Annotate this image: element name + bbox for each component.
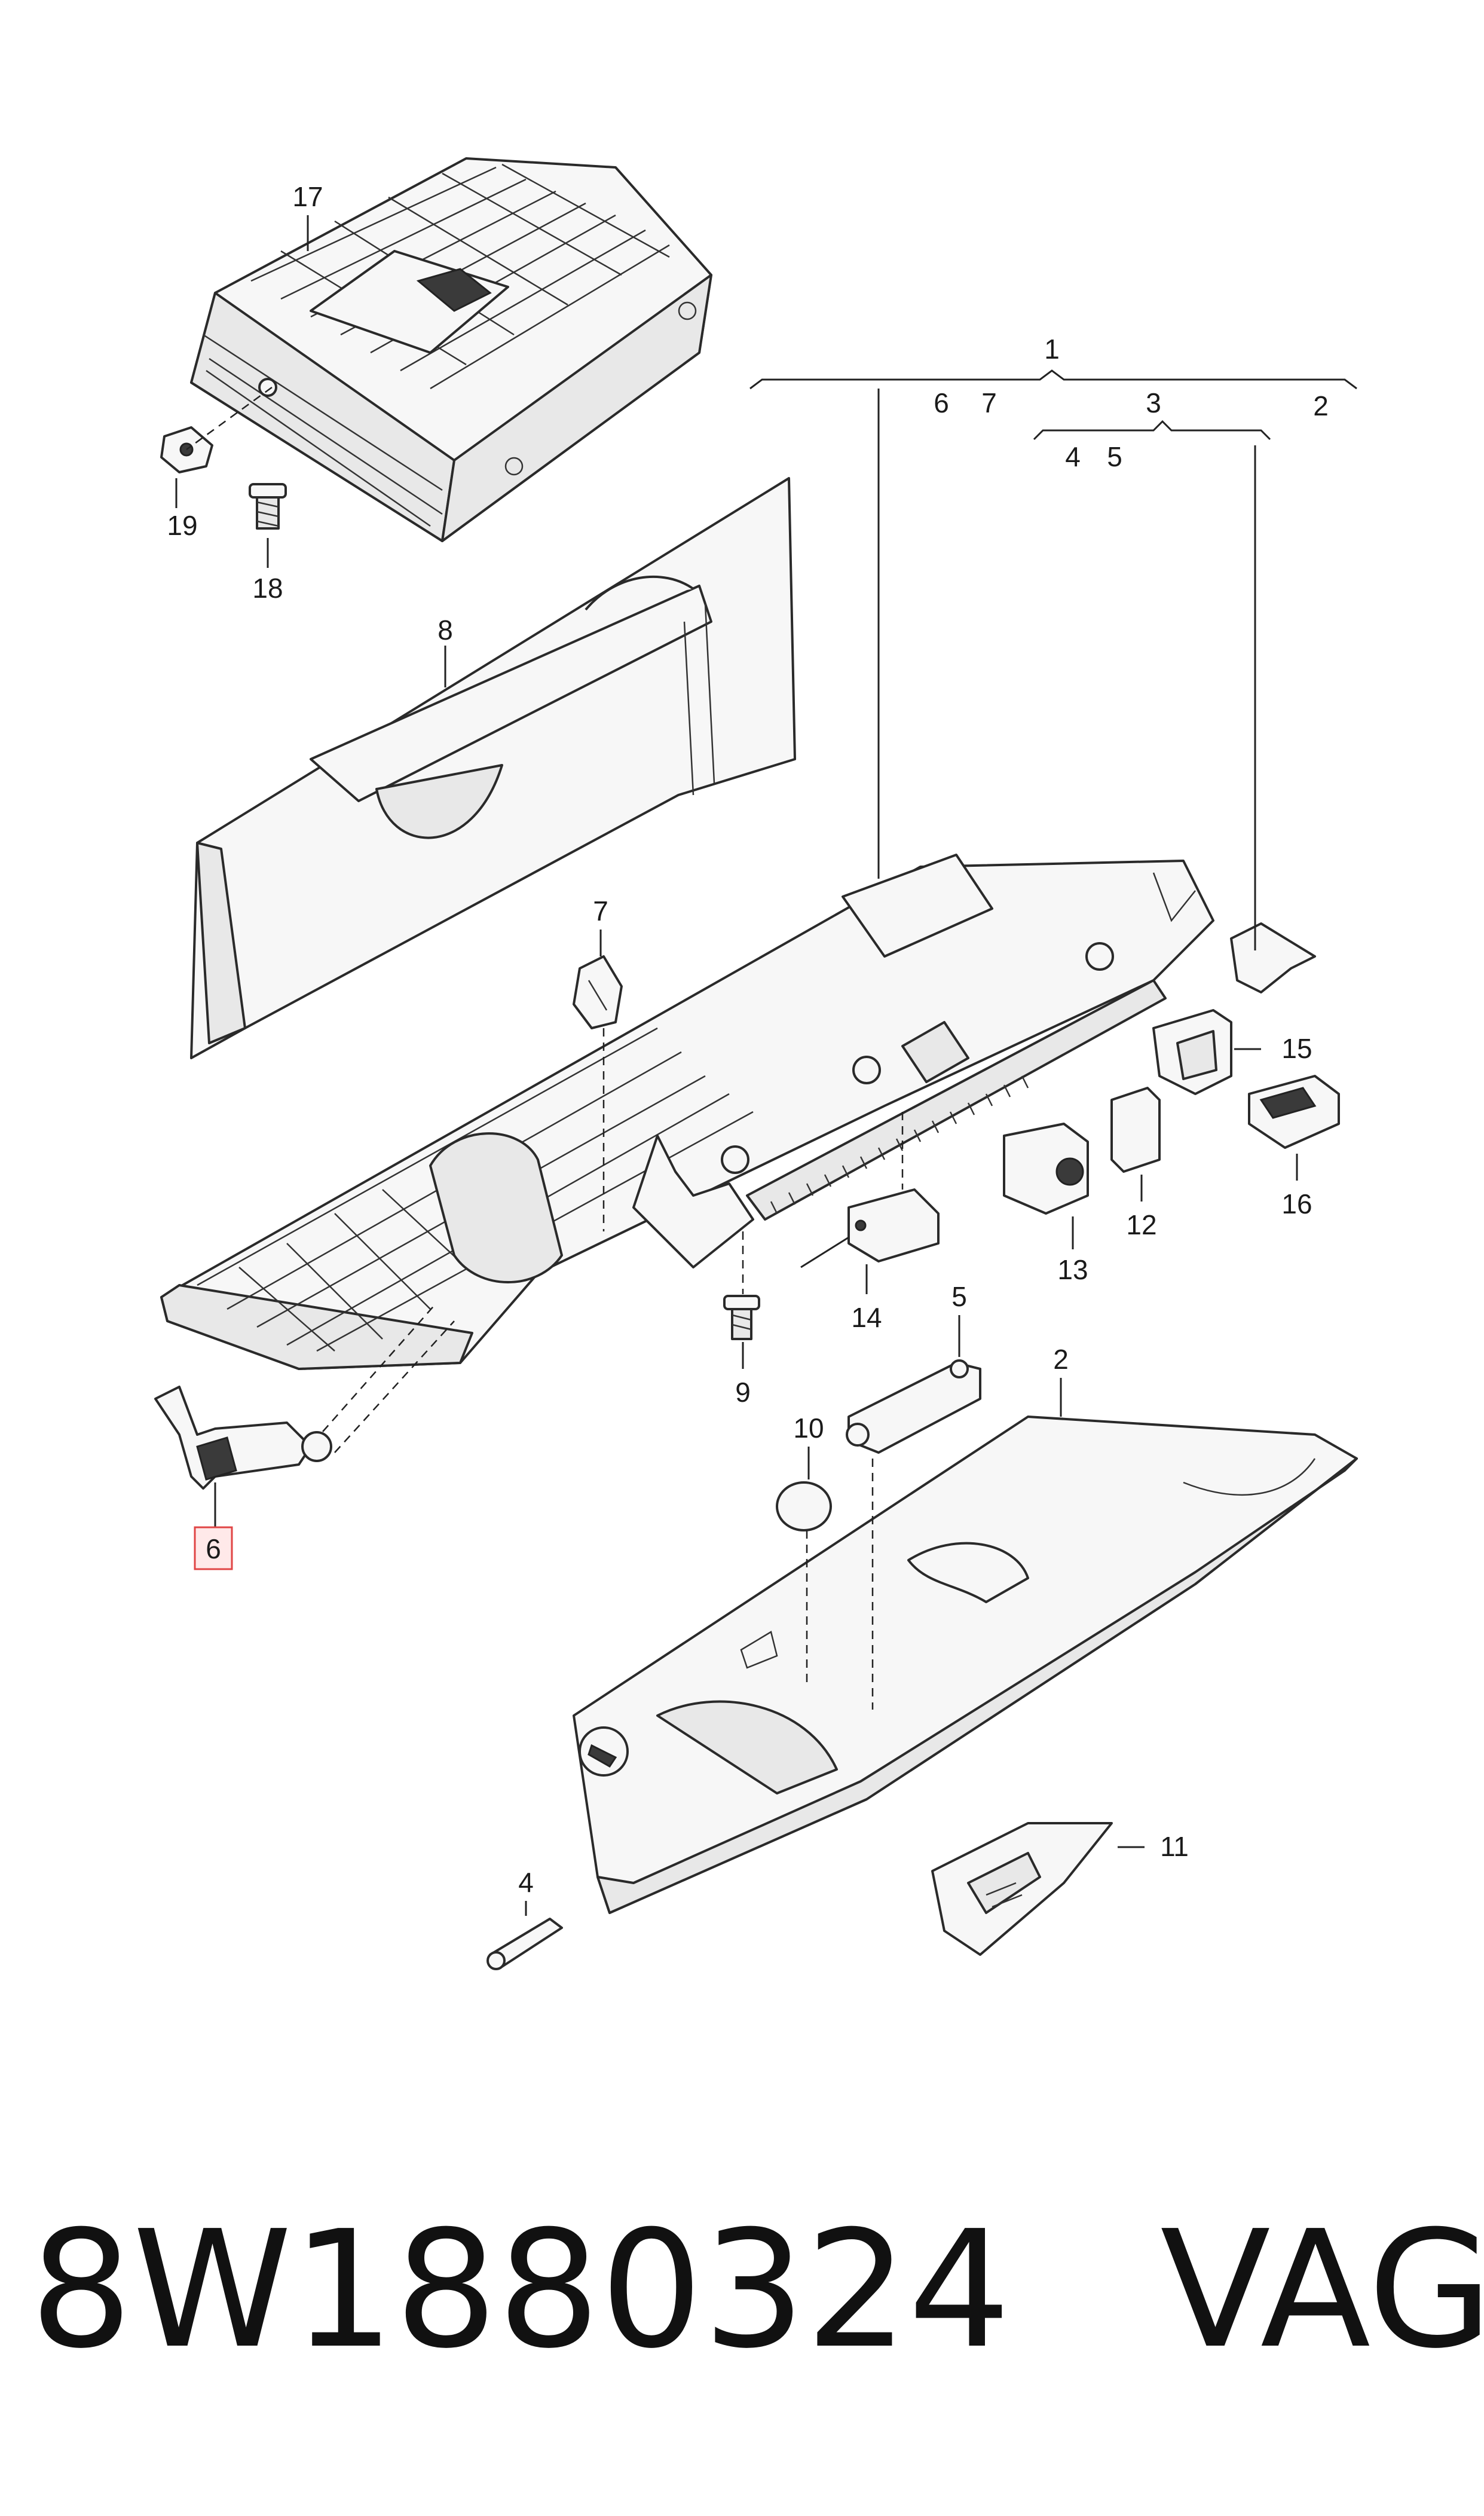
footer-caption: 8W1880324 VAG: [30, 2176, 1484, 2403]
label-group-6: 6: [934, 387, 949, 418]
part-4-pin: [486, 1918, 563, 1970]
part-5-hinge: [846, 1359, 981, 1454]
part-6-damper: [154, 1386, 332, 1490]
part-16-switch: [1248, 1075, 1340, 1149]
label-18: 18: [252, 573, 283, 604]
part-15-insert: [1152, 1009, 1232, 1095]
label-12: 12: [1126, 1209, 1156, 1240]
part-18-screw: [249, 483, 287, 530]
label-6: 6: [206, 1533, 221, 1564]
part-10-cap: [776, 1481, 832, 1531]
part-6-highlight-box: [194, 1526, 233, 1570]
part-number: 8W1880324: [30, 2195, 1011, 2384]
label-group-2: 2: [1313, 390, 1329, 421]
group-bracket-1: [749, 369, 1357, 950]
label-4: 4: [518, 1867, 534, 1898]
label-15: 15: [1281, 1033, 1312, 1064]
label-group-4: 4: [1065, 441, 1081, 472]
label-group-5: 5: [1107, 441, 1122, 472]
part-12-plate: [1110, 1087, 1161, 1173]
label-5: 5: [951, 1281, 967, 1312]
label-group-7: 7: [981, 387, 997, 418]
leader-lines: [175, 215, 1298, 1916]
part-labels: 1 6 7 3 2 4 5 17 19 18 8 7 15 16 12 13 1…: [167, 181, 1328, 1898]
part-7-clip: [573, 955, 623, 1029]
part-8-cover: [190, 477, 796, 1059]
label-9: 9: [735, 1377, 751, 1408]
part-2-lid: [573, 1416, 1358, 1914]
part-13-socket: [1003, 1123, 1089, 1215]
part-17-housing: [190, 157, 712, 542]
label-13: 13: [1057, 1254, 1088, 1285]
label-10: 10: [793, 1413, 824, 1444]
label-2: 2: [1053, 1344, 1069, 1375]
label-17: 17: [292, 181, 323, 212]
part-11-latch: [931, 1822, 1113, 1956]
part-9-screw: [723, 1295, 760, 1340]
label-16: 16: [1281, 1188, 1312, 1219]
label-1: 1: [1044, 334, 1060, 365]
label-14: 14: [851, 1302, 882, 1333]
label-11: 11: [1160, 1831, 1189, 1862]
label-3: 3: [1146, 387, 1161, 418]
label-8: 8: [437, 615, 453, 646]
label-7: 7: [593, 895, 608, 927]
label-19: 19: [167, 510, 197, 541]
brand-name: VAG: [1160, 2195, 1484, 2384]
part-1-frame: [160, 854, 1316, 1370]
part-14-connector: [800, 1188, 940, 1268]
